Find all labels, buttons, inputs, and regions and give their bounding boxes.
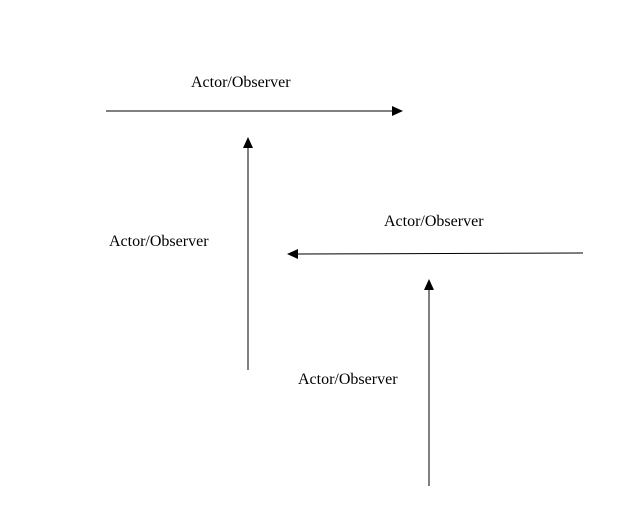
actor-observer-label-left: Actor/Observer — [109, 233, 209, 250]
arrow-right-top — [106, 106, 403, 116]
arrow-left-middle — [287, 249, 584, 259]
arrow-up-right — [424, 279, 434, 486]
arrow-up-left — [243, 137, 253, 370]
actor-observer-label-top: Actor/Observer — [191, 74, 291, 91]
actor-observer-label-bottom: Actor/Observer — [298, 371, 398, 388]
actor-observer-label-right: Actor/Observer — [384, 213, 484, 230]
